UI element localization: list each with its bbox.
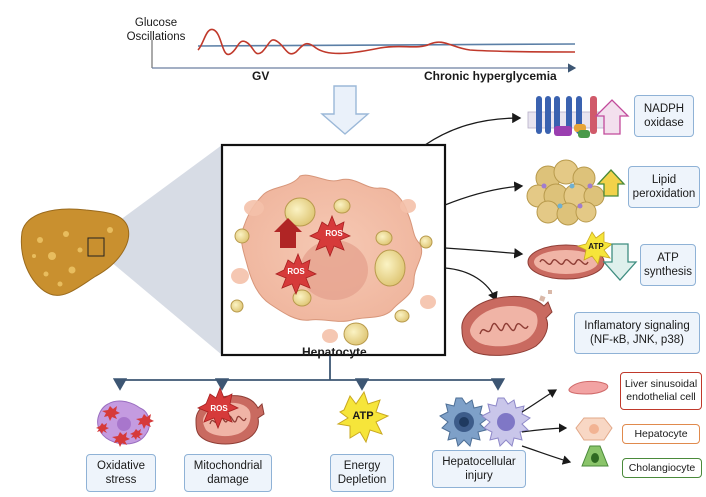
liver-organ xyxy=(20,208,130,296)
nadph-complex-icon xyxy=(527,96,609,138)
hepatocyte-type-box: Hepatocyte xyxy=(622,424,700,444)
gv-label: GV xyxy=(252,69,270,83)
damaged-mitochondrion-icon xyxy=(461,290,553,356)
up-arrow-yellow xyxy=(596,169,626,197)
cholangiocyte-box: Cholangiocyte xyxy=(622,458,702,478)
atp-burst-right xyxy=(576,231,613,265)
cholangiocyte-nucleus xyxy=(591,453,599,463)
atp-text-right: ATP xyxy=(588,242,604,251)
inflammatory-signaling-box: Inflamatory signaling (NF-κB, JNK, p38) xyxy=(574,312,700,354)
down-arrow xyxy=(320,85,370,135)
nucleus xyxy=(300,240,368,300)
glucose-panel xyxy=(151,28,577,73)
oxidative-cell-icon xyxy=(96,400,154,447)
ros-burst-1 xyxy=(309,214,351,258)
atp-burst-bottom xyxy=(336,390,390,444)
atp-synthesis-box: ATP synthesis xyxy=(640,244,696,286)
ros-burst-2 xyxy=(275,252,317,296)
chronic-hyperglycemia-label: Chronic hyperglycemia xyxy=(424,69,557,83)
arrow-to-lsec xyxy=(521,389,558,413)
arrow-to-lipid xyxy=(444,181,524,206)
bottom-ros-burst xyxy=(197,386,239,430)
lsec-label-box: Liver sinusoidal endothelial cell xyxy=(620,372,702,410)
ros-text-bottom: ROS xyxy=(210,404,228,413)
atp-text-bottom: ATP xyxy=(352,410,374,422)
hepatocyte-small-nucleus xyxy=(589,424,599,434)
arrow-to-cholangiocyte xyxy=(521,445,572,465)
blue-baseline-curve xyxy=(197,43,576,47)
ros-text-1: ROS xyxy=(325,229,343,238)
arrow-to-hepatocyte xyxy=(521,423,568,433)
lipid-peroxidation-box: Lipid peroxidation xyxy=(628,166,700,208)
arrow-to-nadph xyxy=(424,112,522,146)
arrow-to-inflammation xyxy=(444,267,498,302)
red-oscillation-curve xyxy=(197,28,576,56)
arrow-to-atp xyxy=(444,247,524,259)
oxidative-stress-box: Oxidative stress xyxy=(86,454,156,492)
nadph-oxidase-box: NADPH oxidase xyxy=(634,95,694,137)
hepatocellular-injury-box: Hepatocellular injury xyxy=(432,450,526,488)
up-arrow-red xyxy=(274,218,302,248)
zoom-cone xyxy=(88,145,222,355)
injury-cells-icon xyxy=(439,397,531,447)
lipid-cluster-icon xyxy=(526,159,605,226)
down-arrow-teal xyxy=(602,243,638,281)
energy-depletion-box: Energy Depletion xyxy=(330,454,394,492)
glucose-oscillations-label: Glucose Oscillations xyxy=(126,17,186,43)
lsec-icon xyxy=(568,380,609,395)
mitochondrial-damage-box: Mitochondrial damage xyxy=(184,454,272,492)
hepatocyte-label: Hepatocyte xyxy=(302,345,367,359)
ros-text-2: ROS xyxy=(287,267,305,276)
up-arrow-pink xyxy=(594,99,630,135)
